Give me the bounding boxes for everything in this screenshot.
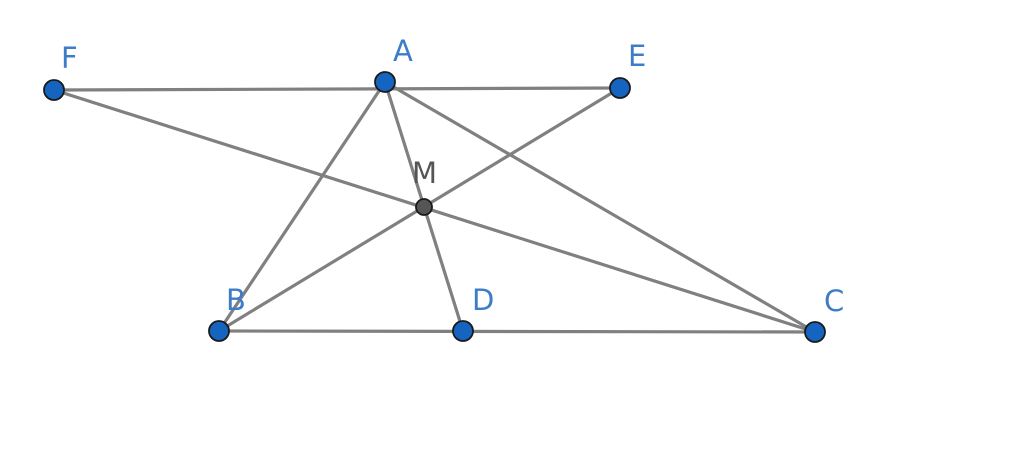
point-A[interactable]: [374, 71, 396, 93]
point-labels: F A E M B D C: [61, 34, 844, 318]
point-B[interactable]: [208, 320, 230, 342]
point-label-C: C: [824, 284, 844, 318]
segment-FC: [52, 88, 817, 334]
segment-AB: [217, 80, 387, 333]
point-label-M: M: [412, 156, 437, 190]
point-label-E: E: [628, 39, 646, 73]
point-C[interactable]: [804, 321, 826, 343]
segments: [52, 80, 817, 334]
segment-FE: [52, 86, 622, 92]
point-label-F: F: [61, 41, 78, 75]
point-label-B: B: [226, 283, 246, 317]
point-D[interactable]: [452, 320, 474, 342]
segment-AC: [383, 80, 817, 334]
points: [43, 71, 826, 343]
point-M[interactable]: [415, 198, 433, 216]
point-F[interactable]: [43, 79, 65, 101]
point-label-A: A: [393, 34, 413, 68]
point-E[interactable]: [609, 77, 631, 99]
segment-BC: [217, 329, 817, 334]
point-label-D: D: [472, 283, 494, 317]
